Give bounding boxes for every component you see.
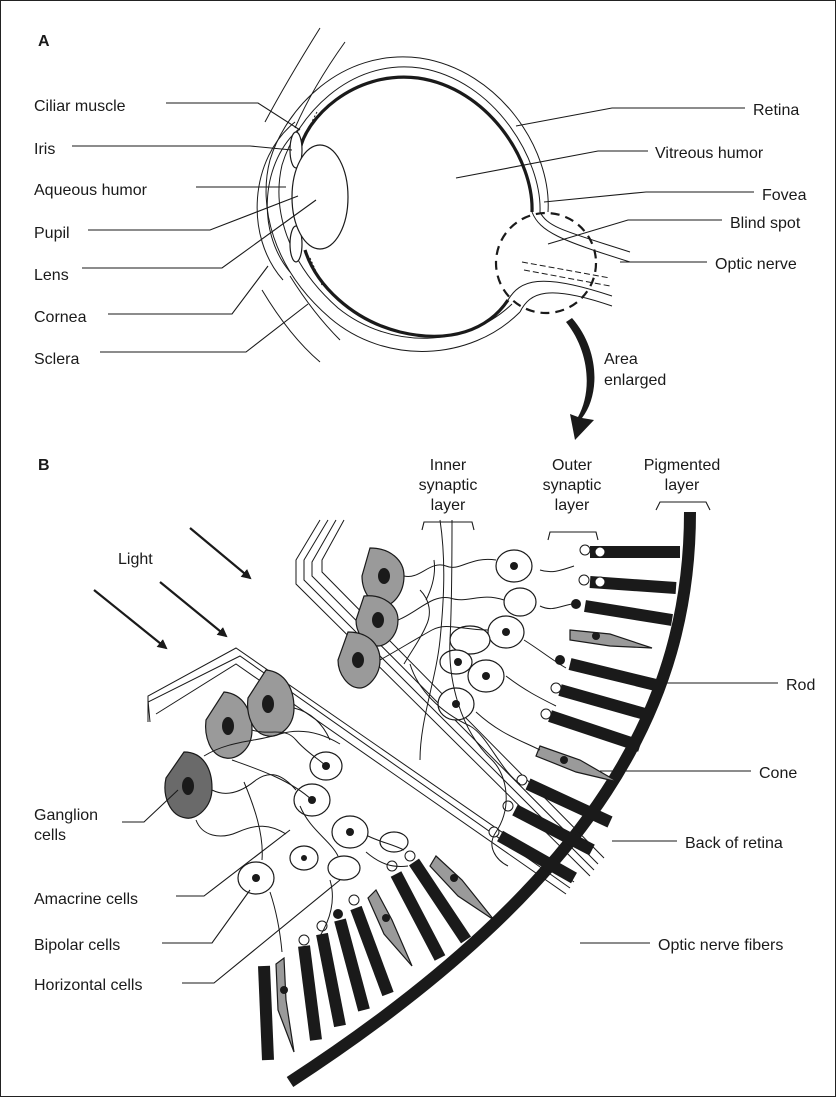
label-lens: Lens xyxy=(34,267,69,284)
eye-right-labels: Retina Vitreous humor Fovea Blind spot O… xyxy=(456,102,807,273)
optic-nerve-bottom xyxy=(508,281,612,300)
area-enlarged-callout: Area enlarged xyxy=(566,318,666,440)
cells-lower xyxy=(165,670,408,952)
panel-b-label: B xyxy=(38,457,50,474)
label-sclera: Sclera xyxy=(34,351,79,368)
label-rod: Rod xyxy=(786,677,815,694)
optic-nerve-top xyxy=(532,212,630,262)
rod xyxy=(571,599,672,620)
area-enlarged-line1: Area xyxy=(604,351,638,368)
label-cornea: Cornea xyxy=(34,309,87,326)
rod xyxy=(580,545,680,557)
rod xyxy=(579,575,676,588)
cone xyxy=(570,630,652,648)
lower-eyelid xyxy=(262,290,320,362)
cone xyxy=(276,958,294,1052)
bipolar-cell xyxy=(290,846,318,870)
bipolar-cell xyxy=(238,862,274,894)
ganglion-cell xyxy=(165,752,212,818)
label-ciliar-muscle: Ciliar muscle xyxy=(34,98,126,115)
lower-eyelid-inner xyxy=(290,276,340,340)
label-aqueous-humor: Aqueous humor xyxy=(34,182,148,199)
area-enlarged-arrow xyxy=(566,318,594,440)
outer-layer-l1: Outer xyxy=(552,457,593,474)
label-pupil: Pupil xyxy=(34,225,70,242)
label-light: Light xyxy=(118,551,153,568)
inner-layer-l3: layer xyxy=(431,497,466,514)
rod xyxy=(264,966,268,1060)
bipolar-cell xyxy=(332,816,368,848)
label-fovea: Fovea xyxy=(762,187,807,204)
pigmented-layer-l2: layer xyxy=(665,477,700,494)
horizontal-cell xyxy=(328,856,360,880)
label-amacrine: Amacrine cells xyxy=(34,891,138,908)
outer-layer-l2: synaptic xyxy=(543,477,602,494)
inner-layer-l2: synaptic xyxy=(419,477,478,494)
label-ganglion-l1: Ganglion xyxy=(34,807,98,824)
bipolar-cell xyxy=(488,616,524,648)
bipolar-cell xyxy=(496,550,532,582)
label-optic-nerve: Optic nerve xyxy=(715,256,797,273)
ganglion-cell xyxy=(248,670,294,736)
bipolar-cell xyxy=(468,660,504,692)
area-enlarged-circle xyxy=(496,213,596,313)
retina-line-lower xyxy=(305,250,508,336)
layer-labels: Inner synaptic layer Outer synaptic laye… xyxy=(419,457,721,540)
horizontal-cell xyxy=(440,650,472,674)
label-back-of-retina: Back of retina xyxy=(685,835,783,852)
retina-section xyxy=(148,512,690,1082)
light-arrows xyxy=(94,528,250,648)
upper-eyelid xyxy=(265,28,320,122)
eye-left-labels: Ciliar muscle Iris Aqueous humor Pupil L… xyxy=(34,98,316,368)
rod xyxy=(299,935,316,1040)
label-horizontal: Horizontal cells xyxy=(34,977,142,994)
label-optic-nerve-fibers: Optic nerve fibers xyxy=(658,937,783,954)
retina-left-labels: Ganglion cells Amacrine cells Bipolar ce… xyxy=(34,790,340,994)
rod xyxy=(555,655,660,686)
label-retina: Retina xyxy=(753,102,799,119)
label-blind-spot: Blind spot xyxy=(730,215,801,232)
label-cone: Cone xyxy=(759,765,797,782)
pigmented-layer-l1: Pigmented xyxy=(644,457,721,474)
eye-diagram xyxy=(257,28,630,362)
rod xyxy=(317,921,340,1026)
label-vitreous-humor: Vitreous humor xyxy=(655,145,764,162)
lens-shape xyxy=(292,145,348,249)
label-bipolar: Bipolar cells xyxy=(34,937,120,954)
label-ganglion-l2: cells xyxy=(34,827,66,844)
bipolar-cell xyxy=(438,688,474,720)
area-enlarged-line2: enlarged xyxy=(604,372,666,389)
panel-a-label: A xyxy=(38,33,50,50)
bipolar-cell xyxy=(504,588,536,616)
rod xyxy=(551,683,652,716)
ganglion-cell xyxy=(206,692,252,758)
cone xyxy=(536,746,618,782)
retina-right-labels: Rod Cone Back of retina Optic nerve fibe… xyxy=(580,677,815,954)
optic-nerve-top2 xyxy=(540,212,630,252)
label-iris: Iris xyxy=(34,141,55,158)
outer-layer-l3: layer xyxy=(555,497,590,514)
optic-nerve-bottom2 xyxy=(520,293,612,312)
inner-layer-l1: Inner xyxy=(430,457,467,474)
